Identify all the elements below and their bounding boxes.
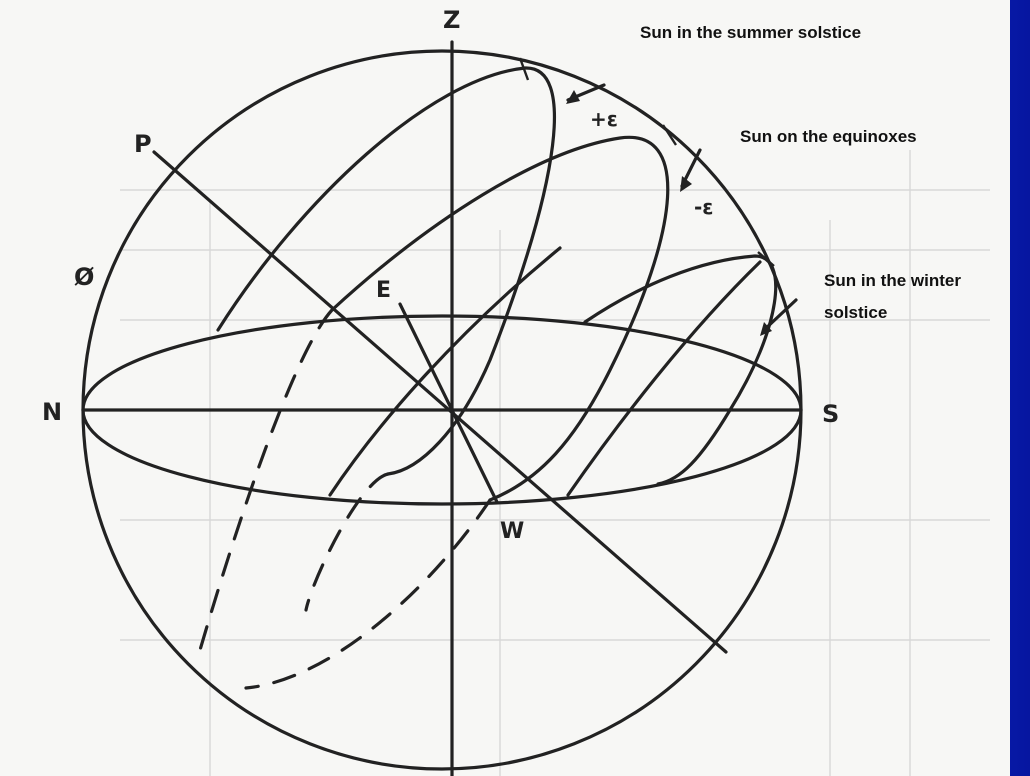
summer-solstice-path-hidden (304, 472, 390, 612)
summer-lower-arc (328, 246, 562, 497)
polar-axis (152, 150, 728, 654)
latitude-label: Ø (74, 263, 94, 291)
summer-solstice-path (216, 66, 556, 476)
east-west-line (398, 302, 499, 504)
equinox-annotation: Sun on the equinoxes (740, 127, 917, 146)
summer-solstice-annotation: Sun in the summer solstice (640, 23, 861, 42)
winter-tick (757, 251, 775, 267)
summer-tick (518, 57, 530, 81)
equinox-path-hidden-left (198, 308, 334, 652)
equinox-path (330, 135, 670, 502)
summer-arrowhead (566, 90, 580, 104)
minus-epsilon-label: -ε (694, 195, 713, 219)
zenith-label: Z (443, 6, 460, 34)
winter-solstice-path (583, 254, 778, 486)
background-scan-texture (120, 150, 990, 776)
west-label: W (500, 519, 524, 544)
north-label: N (42, 398, 62, 426)
pole-label: P (134, 130, 152, 158)
equinox-lower-arc (566, 260, 762, 497)
winter-solstice-annotation-line2: solstice (824, 303, 887, 322)
plus-epsilon-label: +ε (590, 107, 618, 131)
equinox-path-hidden-bottom (244, 498, 492, 690)
winter-pointer (762, 298, 798, 332)
south-label: S (822, 400, 839, 428)
equinox-tick (661, 124, 678, 146)
winter-solstice-annotation-line1: Sun in the winter (824, 271, 961, 290)
winter-arrowhead (760, 322, 772, 336)
equinox-arrowhead (680, 176, 692, 192)
east-label: E (376, 278, 391, 303)
